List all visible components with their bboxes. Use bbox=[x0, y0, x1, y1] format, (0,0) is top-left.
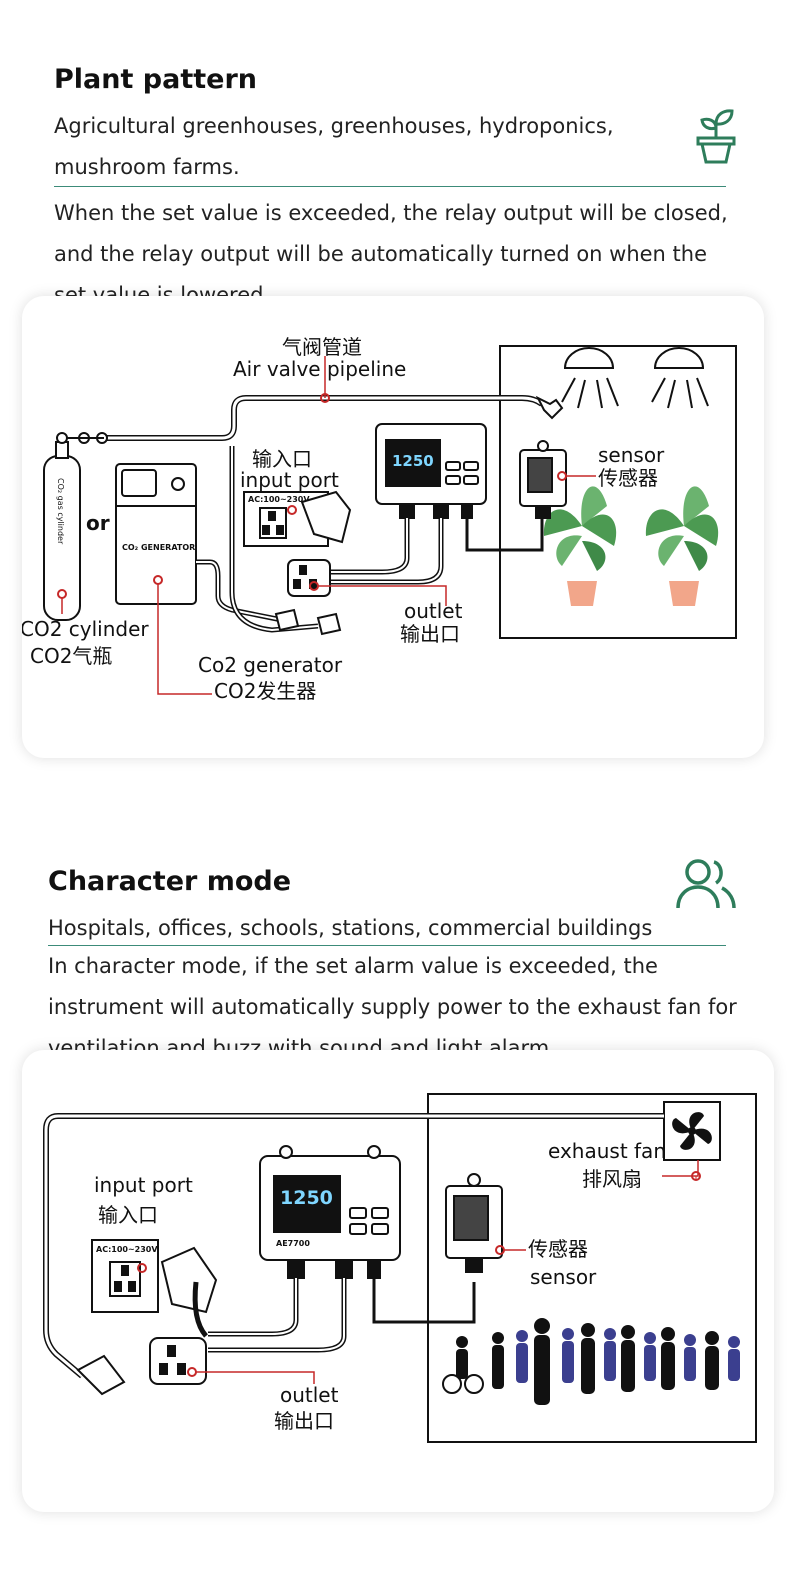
outlet-label-en: outlet bbox=[280, 1383, 339, 1407]
character-desc-line2: instrument will automatically supply pow… bbox=[48, 995, 737, 1019]
crowd-icon bbox=[442, 1318, 740, 1405]
wall-socket-icon bbox=[91, 1239, 159, 1313]
plug-icon bbox=[76, 1354, 126, 1396]
input-plug-icon bbox=[160, 1246, 218, 1314]
outlet-label-cn: 输出口 bbox=[400, 622, 460, 646]
input-port-label-en: input port bbox=[240, 468, 339, 492]
generator-label-en: Co2 generator bbox=[198, 653, 343, 677]
outlet-label-en: outlet bbox=[404, 599, 463, 623]
input-plug-icon bbox=[300, 490, 352, 544]
co2-cylinder-icon bbox=[43, 432, 108, 621]
input-port-label-cn: 输入口 bbox=[98, 1203, 158, 1227]
controller-display: 1250 bbox=[392, 452, 434, 470]
cylinder-text: CO₂ gas cylinder bbox=[56, 478, 65, 545]
grow-light-right-icon bbox=[651, 347, 709, 409]
sensor-label-cn: 传感器 bbox=[598, 466, 658, 490]
generator-text: CO₂ GENERATOR bbox=[122, 543, 195, 552]
plant-subtitle-line2: mushroom farms. bbox=[54, 155, 240, 179]
character-diagram: exhaust fan 排风扇 input port 输入口 AC:100~23… bbox=[43, 1093, 757, 1443]
or-label: or bbox=[86, 511, 110, 535]
character-divider bbox=[48, 945, 726, 946]
sensor-icon bbox=[445, 1173, 503, 1273]
co2-controller-icon bbox=[375, 423, 487, 519]
outlet-socket-icon bbox=[287, 559, 331, 597]
plant-right-icon bbox=[645, 486, 719, 606]
room-frame bbox=[427, 1093, 757, 1443]
co2-generator-icon bbox=[115, 463, 197, 605]
outlet-label-cn: 输出口 bbox=[274, 1409, 334, 1433]
plant-diagram: 气阀管道 Air valve pipeline CO₂ gas cylinder… bbox=[20, 335, 737, 703]
plant-desc-line1: When the set value is exceeded, the rela… bbox=[54, 201, 728, 225]
co2-controller-icon bbox=[259, 1145, 401, 1279]
plant-diagram-card: 气阀管道 Air valve pipeline CO₂ gas cylinder… bbox=[20, 296, 764, 758]
character-diagram-card: exhaust fan 排风扇 input port 输入口 AC:100~23… bbox=[22, 1050, 774, 1512]
sensor-icon bbox=[519, 440, 567, 519]
cylinder-label-cn: CO2气瓶 bbox=[30, 644, 112, 668]
controller-display: 1250 bbox=[280, 1187, 333, 1209]
character-desc-line1: In character mode, if the set alarm valu… bbox=[48, 954, 658, 978]
plant-divider bbox=[54, 186, 726, 187]
plant-title: Plant pattern bbox=[54, 64, 258, 95]
grow-light-left-icon bbox=[561, 347, 619, 409]
air-valve-label-en: Air valve pipeline bbox=[233, 357, 406, 381]
cylinder-label-en: CO2 cylinder bbox=[22, 617, 149, 641]
plant-subtitle-line1: Agricultural greenhouses, greenhouses, h… bbox=[54, 114, 614, 138]
exhaust-label-en: exhaust fan bbox=[548, 1139, 666, 1163]
air-valve-label-cn: 气阀管道 bbox=[282, 335, 362, 359]
plug-left-icon bbox=[274, 608, 300, 632]
socket-voltage: AC:100~230V bbox=[248, 495, 310, 504]
sensor-label-cn: 传感器 bbox=[528, 1237, 588, 1261]
plug-right-icon bbox=[316, 612, 342, 636]
plant-left-icon bbox=[543, 486, 617, 606]
sensor-label-en: sensor bbox=[530, 1265, 597, 1289]
sensor-label-en: sensor bbox=[598, 443, 665, 467]
wall-socket-icon bbox=[243, 491, 329, 547]
input-port-label-en: input port bbox=[94, 1173, 193, 1197]
greenhouse-frame bbox=[499, 345, 737, 639]
nozzle-icon bbox=[535, 395, 564, 420]
input-port-label-cn: 输入口 bbox=[252, 447, 312, 471]
character-subtitle: Hospitals, offices, schools, stations, c… bbox=[48, 916, 653, 940]
controller-model: AE7700 bbox=[276, 1239, 310, 1248]
generator-label-cn: CO2发生器 bbox=[214, 679, 316, 703]
exhaust-fan-icon bbox=[663, 1101, 721, 1161]
socket-voltage: AC:100~230V bbox=[96, 1245, 158, 1254]
potted-plant-icon bbox=[696, 109, 736, 164]
users-icon bbox=[676, 859, 736, 909]
outlet-socket-icon bbox=[149, 1337, 207, 1385]
exhaust-label-cn: 排风扇 bbox=[582, 1167, 642, 1191]
plant-desc-line2: and the relay output will be automatical… bbox=[54, 242, 708, 266]
character-title: Character mode bbox=[48, 866, 292, 897]
